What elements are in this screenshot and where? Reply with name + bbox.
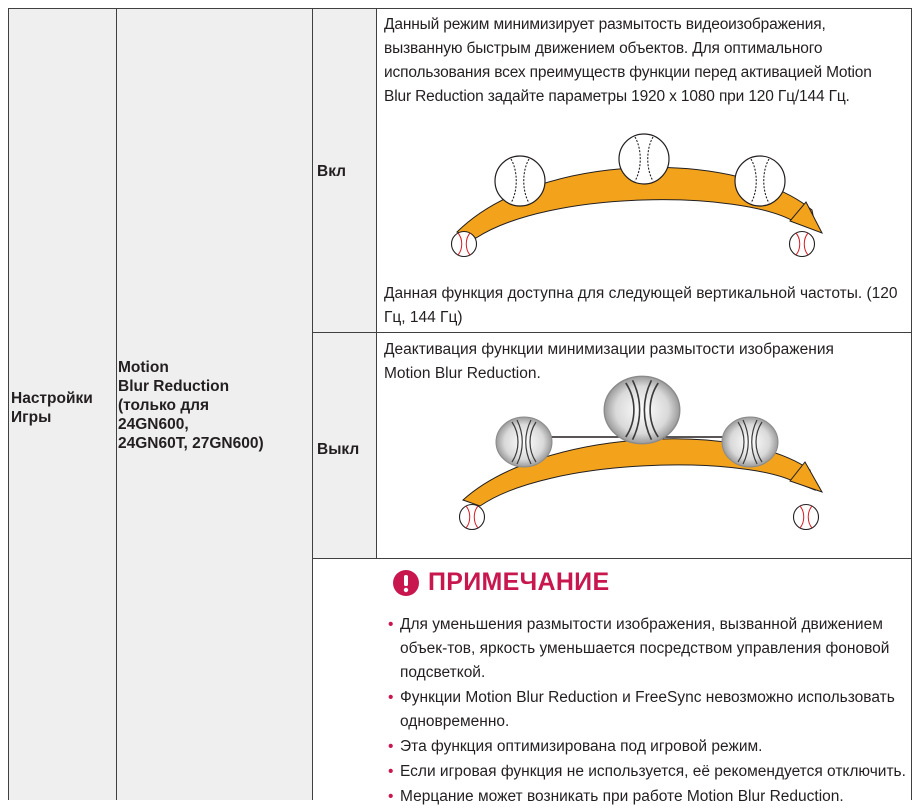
note-list: •Для уменьшения размытости изображения, … [384, 613, 909, 810]
off-label: Выкл [317, 441, 360, 458]
arrow-head-on [789, 201, 824, 234]
off-description: Деактивация функции минимизации размытос… [384, 341, 834, 382]
note-item: •Эта функция оптимизирована под игровой … [388, 738, 763, 755]
on-availability: Данная функция доступна для следующей ве… [384, 285, 898, 326]
note-header: ПРИМЕЧАНИЕ [393, 568, 609, 597]
note-item: •Мерцание может возникать при работе Mot… [388, 788, 844, 805]
note-item: •Если игровая функция не используется, е… [388, 763, 906, 780]
on-label: Вкл [317, 163, 346, 180]
motion-arc-off [462, 438, 816, 507]
feature-cell [116, 8, 312, 800]
note-title: ПРИМЕЧАНИЕ [428, 568, 610, 596]
note-item: •Для уменьшения размытости изображения, … [388, 616, 890, 681]
exclamation-icon [393, 569, 419, 596]
feature-label: Motion Blur Reduction (только для 24GN60… [118, 359, 264, 452]
on-label-cell [312, 8, 376, 332]
note-item: •Функции Motion Blur Reduction и FreeSyn… [388, 689, 895, 730]
category-cell [8, 8, 116, 800]
motion-arc-on [456, 166, 817, 239]
on-description: Данный режим минимизирует размытость вид… [384, 16, 872, 105]
arrow-head-off [789, 461, 824, 493]
off-label-cell [312, 332, 376, 558]
category-label: Настройки Игры [11, 390, 93, 426]
